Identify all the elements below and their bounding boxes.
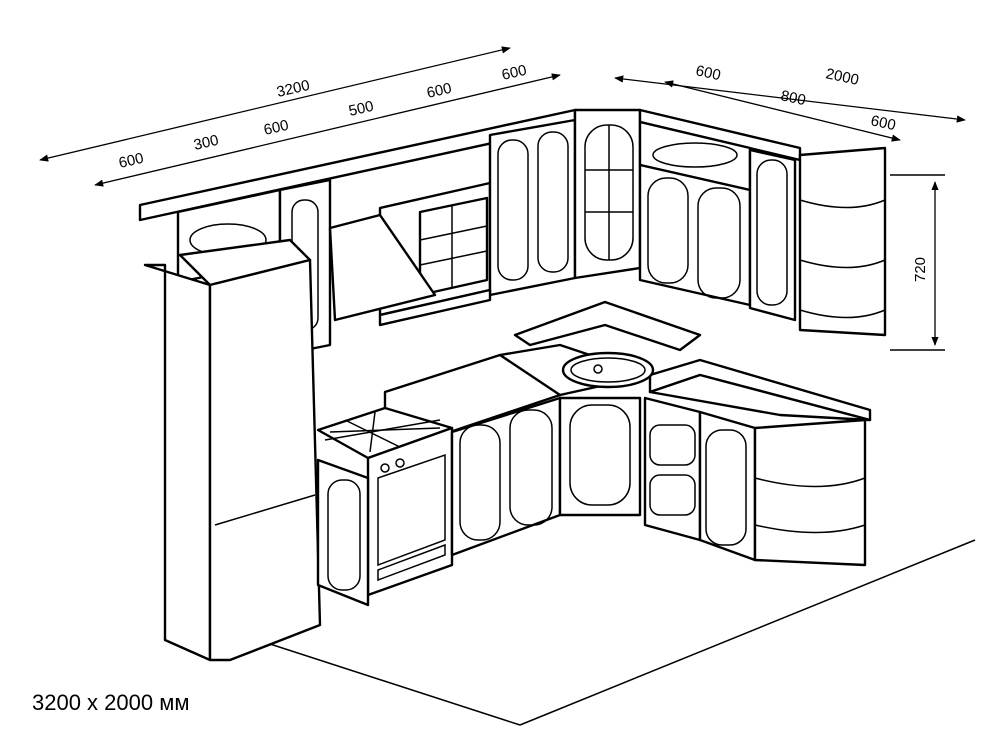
dimension-left-6: 600 (500, 62, 528, 84)
refrigerator (143, 238, 322, 662)
dimension-left-5: 600 (425, 80, 453, 102)
corner-shelf (513, 300, 702, 352)
base-cabinets-left (316, 396, 642, 607)
countertop-right (648, 358, 872, 422)
dimension-left-1: 600 (117, 150, 145, 172)
dimension-height: 720 (912, 257, 929, 282)
dimension-total-right: 2000 (824, 65, 860, 89)
dimension-right-3: 600 (869, 112, 897, 134)
dimension-left-2: 300 (192, 132, 220, 154)
caption: 3200 x 2000 мм (32, 690, 190, 715)
base-cabinets-right (643, 396, 867, 567)
dimension-left-4: 500 (347, 98, 375, 120)
sink (561, 351, 655, 389)
dimension-right-1: 600 (694, 62, 722, 84)
range-hood (328, 213, 492, 327)
stove (316, 406, 454, 597)
dimension-left-3: 600 (262, 117, 290, 139)
upper-corner-cabinet (573, 108, 642, 280)
dimension-right-2: 800 (779, 87, 807, 109)
upper-cabinets-right (638, 108, 887, 337)
dimension-lines (39, 46, 966, 351)
